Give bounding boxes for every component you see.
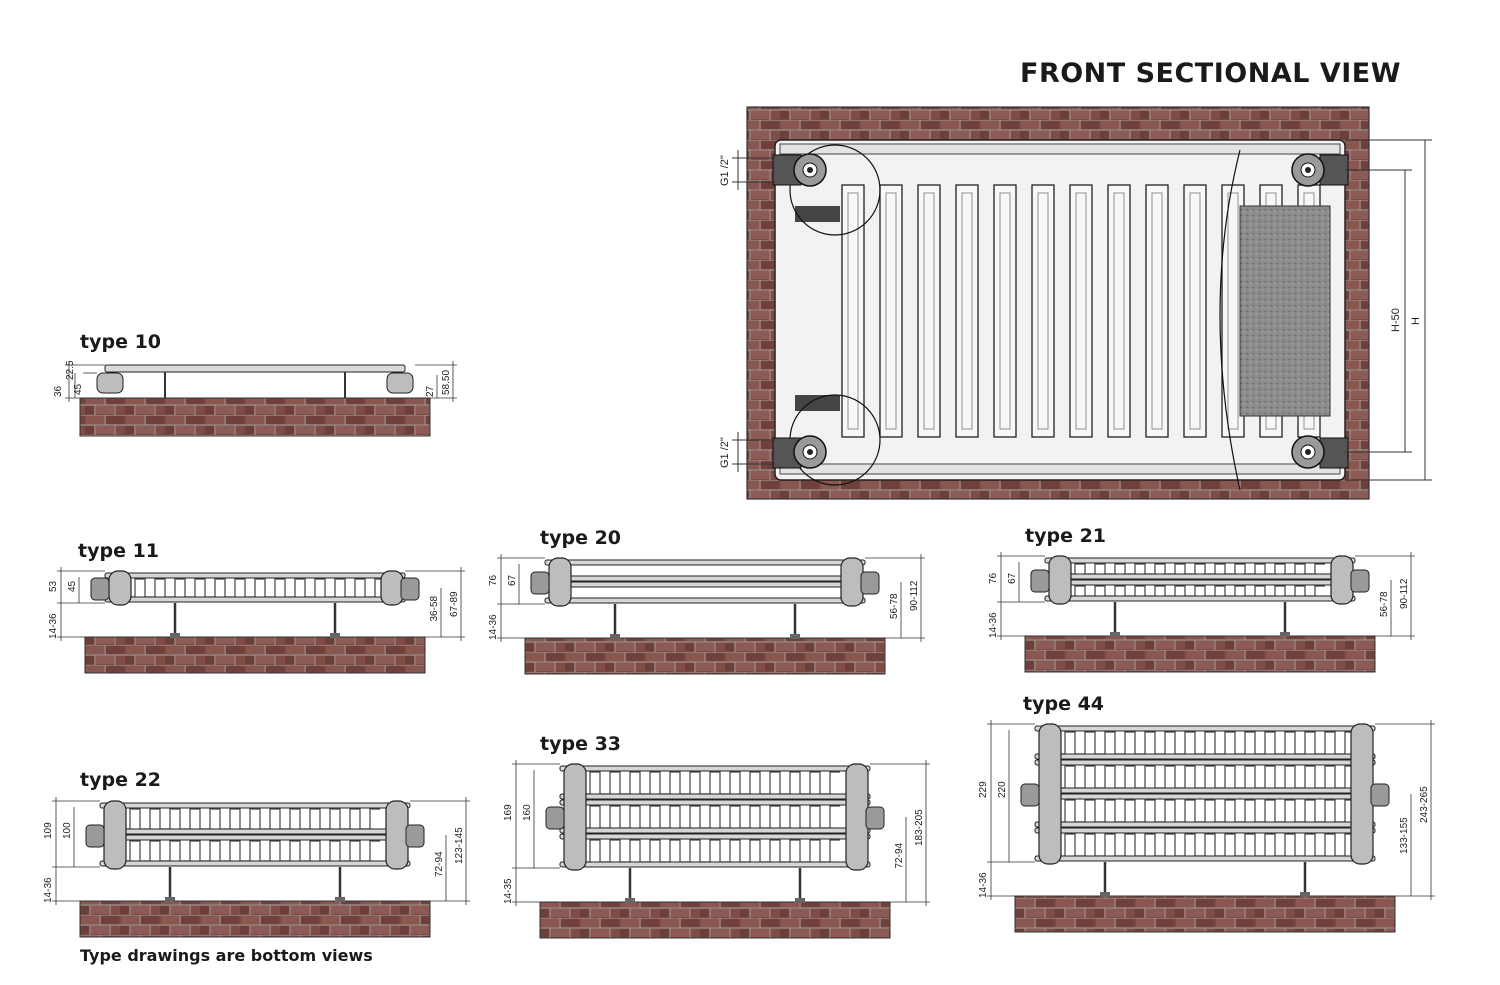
- dim-wall-gap: 14-35: [503, 878, 514, 904]
- dim-outer-height: 109: [43, 822, 54, 839]
- wall-section: [79, 900, 431, 938]
- type-label: type 44: [1023, 693, 1105, 715]
- radiator-type-drawing: 109 100 14-36 72-94 123-145: [43, 797, 470, 938]
- dim-connection-height: 133-155: [1399, 817, 1410, 854]
- wall-section: [539, 901, 891, 939]
- dim-outer-height: 53: [48, 580, 59, 592]
- wall-section: [1024, 635, 1376, 673]
- dim-total-depth: 183-205: [914, 809, 925, 846]
- svg-text:22.5: 22.5: [65, 360, 76, 380]
- valve-top-right: [1291, 153, 1349, 187]
- front-sectional-view: G1 /2" G1 /2" H-50 H: [719, 106, 1432, 500]
- dim-connection-height: 72-94: [434, 851, 445, 877]
- section-cutaway: [1239, 205, 1331, 417]
- dim-outer-height: 76: [988, 572, 999, 584]
- dim-total-depth: 90-112: [1399, 578, 1410, 609]
- dim-wall-gap: 14-36: [978, 872, 989, 898]
- type-label: type 21: [1025, 525, 1107, 547]
- radiator-type-drawing: 53 45 14-36 36-58 67-89: [48, 567, 465, 674]
- svg-text:45: 45: [73, 383, 84, 395]
- dim-panel-height: 45: [67, 580, 78, 592]
- dim-outer-height: 169: [503, 804, 514, 821]
- dim-connection-height: 72-94: [894, 842, 905, 868]
- type-label: type 11: [78, 540, 160, 562]
- panel-channel: [879, 184, 903, 438]
- panel-channel: [993, 184, 1017, 438]
- dim-wall-gap: 14-36: [488, 614, 499, 640]
- dim-connection-height: 36-58: [429, 595, 440, 621]
- radiator-type-drawing: 229 220 14-36 133-155 243-265: [978, 720, 1435, 933]
- dim-panel-height: 100: [62, 822, 73, 839]
- panel-channel: [1069, 184, 1093, 438]
- footer-note: Type drawings are bottom views: [80, 946, 373, 965]
- dim-wall-gap: 14-36: [48, 613, 59, 639]
- valve-top-left: [772, 153, 827, 187]
- dim-outer-height: 76: [488, 574, 499, 586]
- type-10-drawing: 36 22.5 45 27 58.50: [53, 360, 457, 437]
- valve-bottom-right: [1291, 435, 1349, 469]
- dim-h-50: H-50: [1390, 308, 1402, 332]
- dim-h: H: [1410, 317, 1422, 325]
- dim-total-depth: 67-89: [449, 591, 460, 617]
- panel-channel: [841, 184, 865, 438]
- radiator-type-drawing: 76 67 14-36 56-78 90-112: [988, 552, 1415, 673]
- radiator-type-drawing: 76 67 14-36 56-78 90-112: [488, 554, 925, 675]
- panel-channel: [1107, 184, 1131, 438]
- panel-channel: [1183, 184, 1207, 438]
- svg-text:58.50: 58.50: [441, 370, 452, 395]
- dim-panel-height: 67: [1007, 572, 1018, 584]
- dim-panel-height: 160: [522, 804, 533, 821]
- panel-channel: [1145, 184, 1169, 438]
- wall-section: [79, 397, 431, 437]
- pipe-label-bottom: G1 /2": [719, 437, 731, 468]
- dim-connection-height: 56-78: [889, 593, 900, 619]
- dim-total-depth: 123-145: [454, 827, 465, 864]
- svg-text:27: 27: [425, 385, 436, 397]
- panel-channel: [917, 184, 941, 438]
- dim-outer-height: 229: [978, 781, 989, 798]
- pipe-dimension-lines: [732, 150, 775, 472]
- radiator-type-drawing: 169 160 14-35 72-94 183-205: [503, 760, 930, 939]
- dim-wall-gap: 14-36: [988, 612, 999, 638]
- height-dimension-lines: [1345, 139, 1432, 481]
- type-10-label: type 10: [80, 331, 162, 353]
- type-label: type 22: [80, 769, 162, 791]
- dim-total-depth: 90-112: [909, 580, 920, 611]
- wall-section: [84, 636, 426, 674]
- panel-channel: [1031, 184, 1055, 438]
- panel-channel: [955, 184, 979, 438]
- dim-total-depth: 243-265: [1419, 786, 1430, 823]
- pipe-label-top: G1 /2": [719, 155, 731, 186]
- type-label: type 33: [540, 733, 622, 755]
- svg-text:36: 36: [53, 385, 64, 397]
- dim-connection-height: 56-78: [1379, 591, 1390, 617]
- valve-bottom-left: [772, 435, 827, 469]
- wall-section: [1014, 895, 1396, 933]
- wall-section: [524, 637, 886, 675]
- dim-panel-height: 67: [507, 574, 518, 586]
- type-label: type 20: [540, 527, 622, 549]
- dim-panel-height: 220: [997, 781, 1008, 798]
- main-title: FRONT SECTIONAL VIEW: [1020, 58, 1401, 89]
- dim-wall-gap: 14-36: [43, 877, 54, 903]
